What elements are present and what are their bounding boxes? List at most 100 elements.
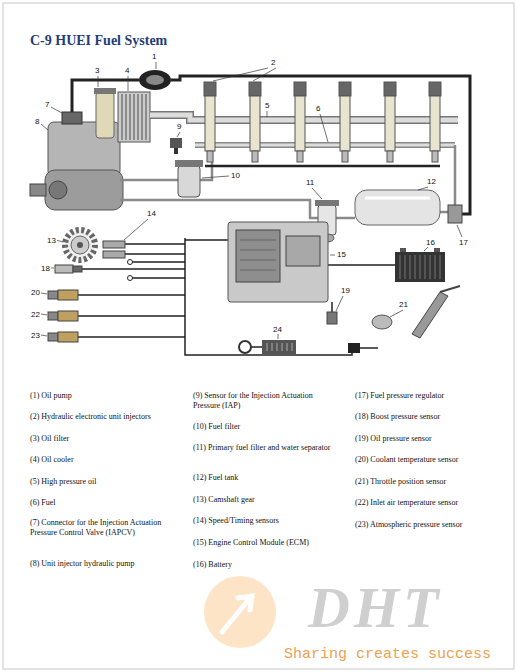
leader-lines: [177, 132, 180, 137]
oil-cooler: [118, 92, 150, 142]
callout-number: 24: [272, 325, 283, 334]
camshaft-gear: [77, 242, 83, 248]
part-name: (5) High pressure oil: [30, 477, 175, 487]
sensors: [73, 266, 82, 272]
leader-lines: [128, 76, 129, 91]
unit-injectors: [339, 82, 351, 96]
speed-sensors: [103, 251, 125, 258]
part-name: (2) Hydraulic electronic unit injectors: [30, 412, 175, 422]
fuel-filter: [175, 160, 203, 197]
wiring: [360, 347, 378, 349]
camshaft-gear: [71, 236, 89, 254]
wire-ends: [128, 260, 133, 281]
callout-number: 2: [270, 58, 276, 67]
part-name: (8) Unit injector hydraulic pump: [30, 559, 175, 569]
fuel-tank: [365, 197, 430, 200]
leader-lines: [156, 62, 157, 69]
unit-injectors: [204, 82, 441, 162]
leader-lines: [336, 296, 343, 311]
unit-injectors: [384, 82, 396, 96]
fuel-tank: [355, 190, 440, 225]
sensors: [48, 333, 58, 341]
throttle-pedal: [372, 315, 392, 329]
sensors: [58, 332, 78, 342]
callout-number: 12: [426, 177, 437, 186]
fuel-filter: [175, 160, 203, 167]
ecm: [228, 222, 328, 302]
camshaft-gear: [65, 230, 95, 260]
leader-lines: [213, 68, 276, 81]
iap-sensor: [174, 148, 178, 154]
part-name: (6) Fuel: [30, 498, 175, 508]
sensors: [58, 311, 78, 321]
camshaft-gear: [65, 230, 95, 260]
sensors: [48, 312, 58, 320]
leader-lines: [41, 124, 48, 130]
speed-sensors: [103, 241, 125, 248]
unit-injectors: [250, 96, 260, 151]
sensors: [58, 290, 78, 300]
part-name: (15) Engine Control Module (ECM): [193, 538, 338, 548]
wire-ends: [128, 260, 133, 265]
diagnostic-device: [239, 340, 296, 354]
page-border: [3, 3, 514, 669]
leader-lines: [41, 335, 47, 336]
part-name: (1) Oil pump: [30, 391, 175, 401]
sensors: [55, 265, 73, 273]
fuel-lines: [120, 200, 318, 218]
oil-filter: [94, 88, 116, 94]
unit-injectors: [342, 151, 348, 162]
leader-lines: [98, 76, 99, 87]
unit-injectors: [297, 151, 303, 162]
leader-lines: [424, 247, 428, 251]
oil-cooler: [122, 94, 146, 140]
return-lines: [205, 165, 440, 168]
leader-lines: [51, 107, 62, 113]
oil-cooler: [118, 92, 150, 142]
oil-pump: [146, 75, 164, 85]
battery: [395, 252, 445, 282]
unit-injectors: [207, 151, 213, 162]
iap-sensor: [170, 138, 182, 148]
battery: [434, 248, 440, 252]
fuel-gallery: [195, 144, 455, 147]
leader-lines: [278, 334, 279, 339]
callout-number: 15: [336, 250, 347, 259]
ecm: [240, 240, 276, 270]
unit-injectors: [204, 82, 216, 96]
title: C-9 HUEI Fuel System: [30, 33, 167, 49]
part-name: (14) Speed/Timing sensors: [193, 516, 338, 526]
watermark: DHT: [308, 574, 442, 641]
callout-number: 3: [94, 66, 100, 75]
callout-number: 16: [425, 238, 436, 247]
fuel-lines: [454, 145, 457, 205]
leader-lines: [41, 62, 462, 339]
leader-lines: [330, 255, 335, 256]
wiring: [125, 244, 185, 254]
fuel-lines: [440, 211, 448, 214]
callout-number: 13: [46, 236, 57, 245]
sensors: [327, 312, 337, 324]
leader-lines: [56, 240, 63, 242]
throttle-pedal: [412, 292, 448, 338]
watermark-tagline: Sharing creates success: [284, 646, 491, 663]
throttle-pedal: [372, 286, 460, 338]
callout-number: 9: [176, 122, 182, 131]
connector: [348, 343, 360, 353]
part-name: (13) Camshaft gear: [193, 495, 338, 505]
callout-number: 4: [124, 66, 130, 75]
leader-lines: [390, 310, 403, 317]
wiring: [251, 346, 262, 348]
callout-number: 8: [34, 117, 40, 126]
return-lines: [72, 80, 139, 112]
part-name: (12) Fuel tank: [193, 473, 338, 483]
wiring: [331, 302, 333, 312]
callout-number: 7: [44, 100, 50, 109]
oil-filter: [96, 92, 114, 138]
fuel-lines: [336, 217, 355, 220]
unit-injectors: [295, 96, 305, 151]
callout-number: 18: [40, 264, 51, 273]
wiring: [185, 239, 228, 241]
part-name: (18) Boost pressure sensor: [355, 412, 500, 422]
